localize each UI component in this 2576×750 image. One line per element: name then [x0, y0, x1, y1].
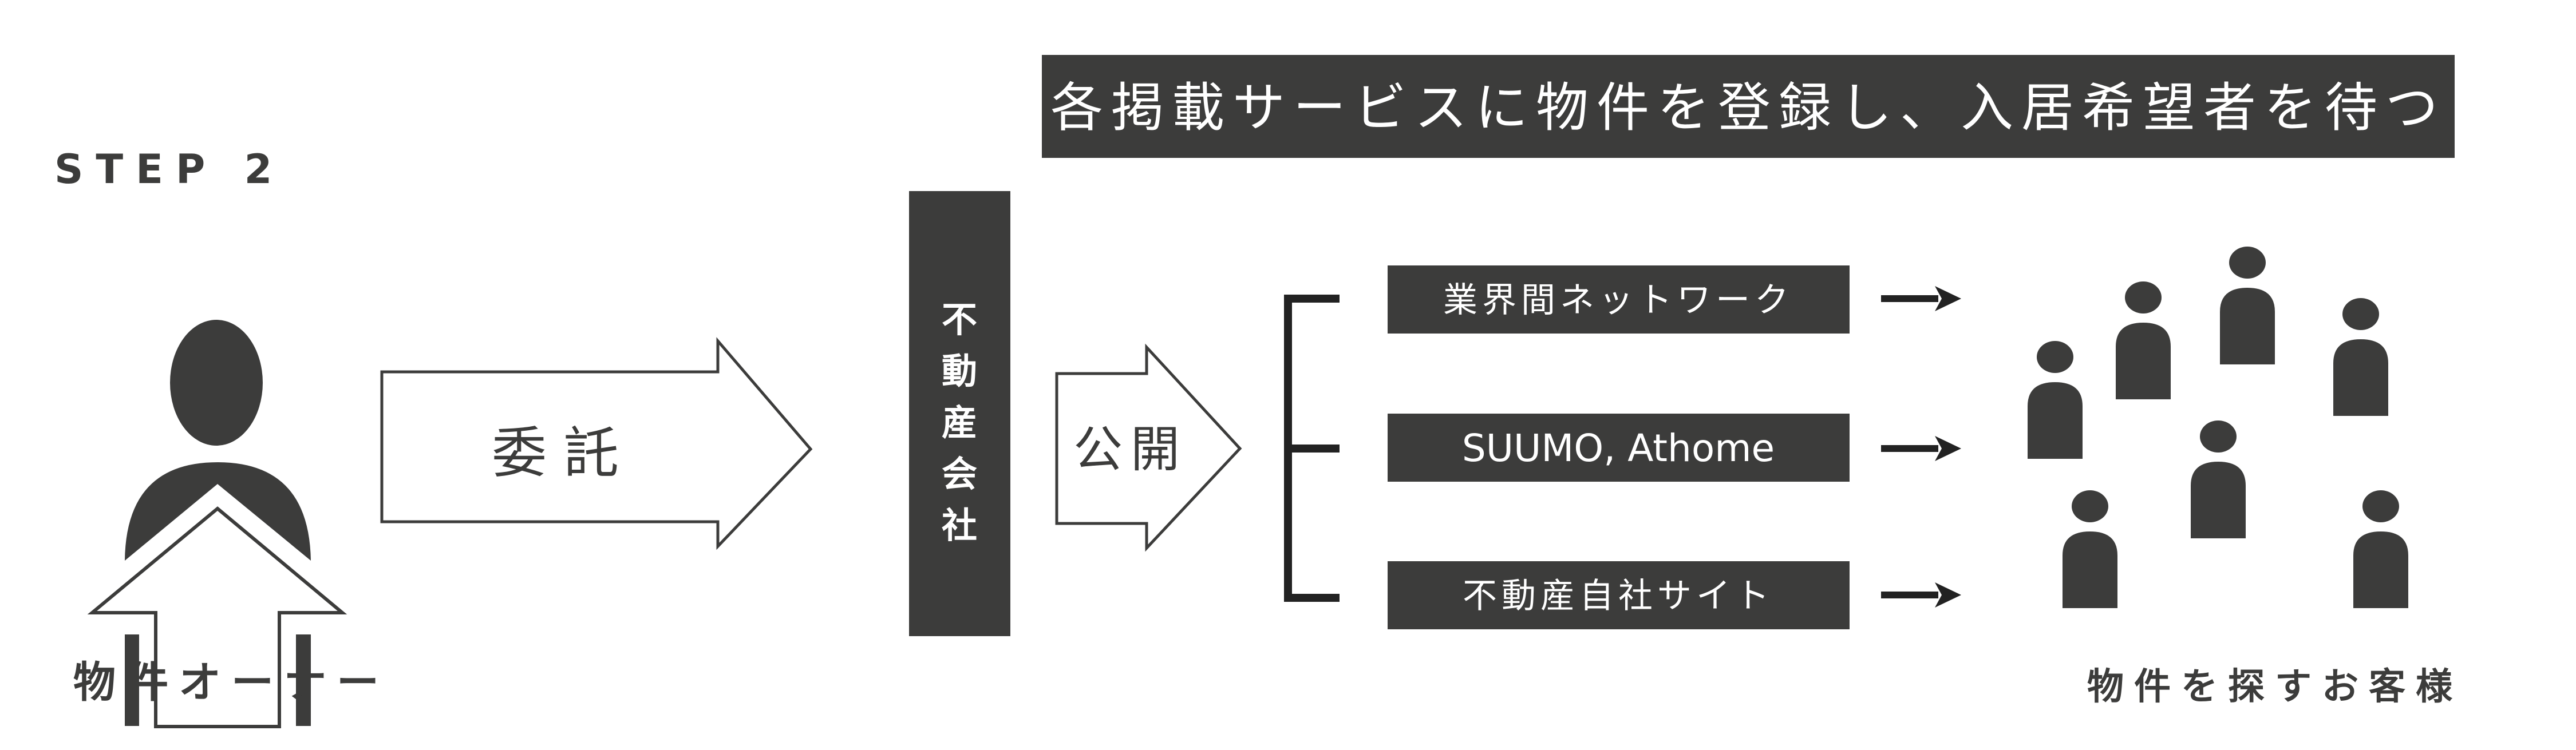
banner-text: 各掲載サービスに物件を登録し、入居希望者を待つ — [1050, 77, 2446, 138]
svg-text:産: 産 — [942, 402, 977, 443]
svg-text:不: 不 — [942, 299, 977, 340]
agency-label: 不 動 産 会 社 — [942, 299, 977, 546]
arrow-right-icon — [1881, 436, 1961, 461]
publish-label: 公開 — [1073, 421, 1188, 478]
person-icon — [2191, 420, 2246, 538]
owner-label: 物件オーナー — [73, 658, 389, 707]
customer-icons — [2028, 247, 2408, 608]
svg-text:社: 社 — [942, 505, 977, 546]
person-icon — [2063, 490, 2117, 608]
banner-box — [1042, 55, 2455, 158]
publish-arrow — [1055, 343, 1242, 552]
person-icon — [2116, 281, 2171, 399]
person-icon — [2220, 247, 2275, 364]
svg-text:SUUMO, Athome: SUUMO, Athome — [1462, 426, 1775, 470]
channel-portals: SUUMO, Athome — [1388, 414, 1850, 482]
channel-network: 業界間ネットワーク — [1388, 265, 1850, 334]
entrust-arrow — [380, 337, 813, 550]
step-label: STEP 2 — [54, 146, 285, 193]
svg-text:業界間ネットワーク: 業界間ネットワーク — [1443, 280, 1793, 320]
owner-icon — [87, 320, 347, 728]
svg-text:不動産自社サイト: 不動産自社サイト — [1463, 576, 1774, 616]
channel-own-site: 不動産自社サイト — [1388, 561, 1850, 629]
arrow-right-icon — [1881, 286, 1961, 311]
customers-label: 物件を探すお客様 — [2087, 666, 2463, 708]
person-icon — [2333, 298, 2388, 416]
entrust-label: 委託 — [492, 421, 636, 485]
arrow-right-icon — [1881, 582, 1961, 608]
svg-text:動: 動 — [942, 350, 977, 392]
channel-arrows — [1881, 286, 1961, 608]
svg-text:会: 会 — [942, 453, 977, 495]
person-icon — [2028, 341, 2083, 459]
person-icon — [2353, 490, 2408, 608]
channel-bracket — [1284, 295, 1340, 602]
agency-box — [909, 191, 1010, 636]
